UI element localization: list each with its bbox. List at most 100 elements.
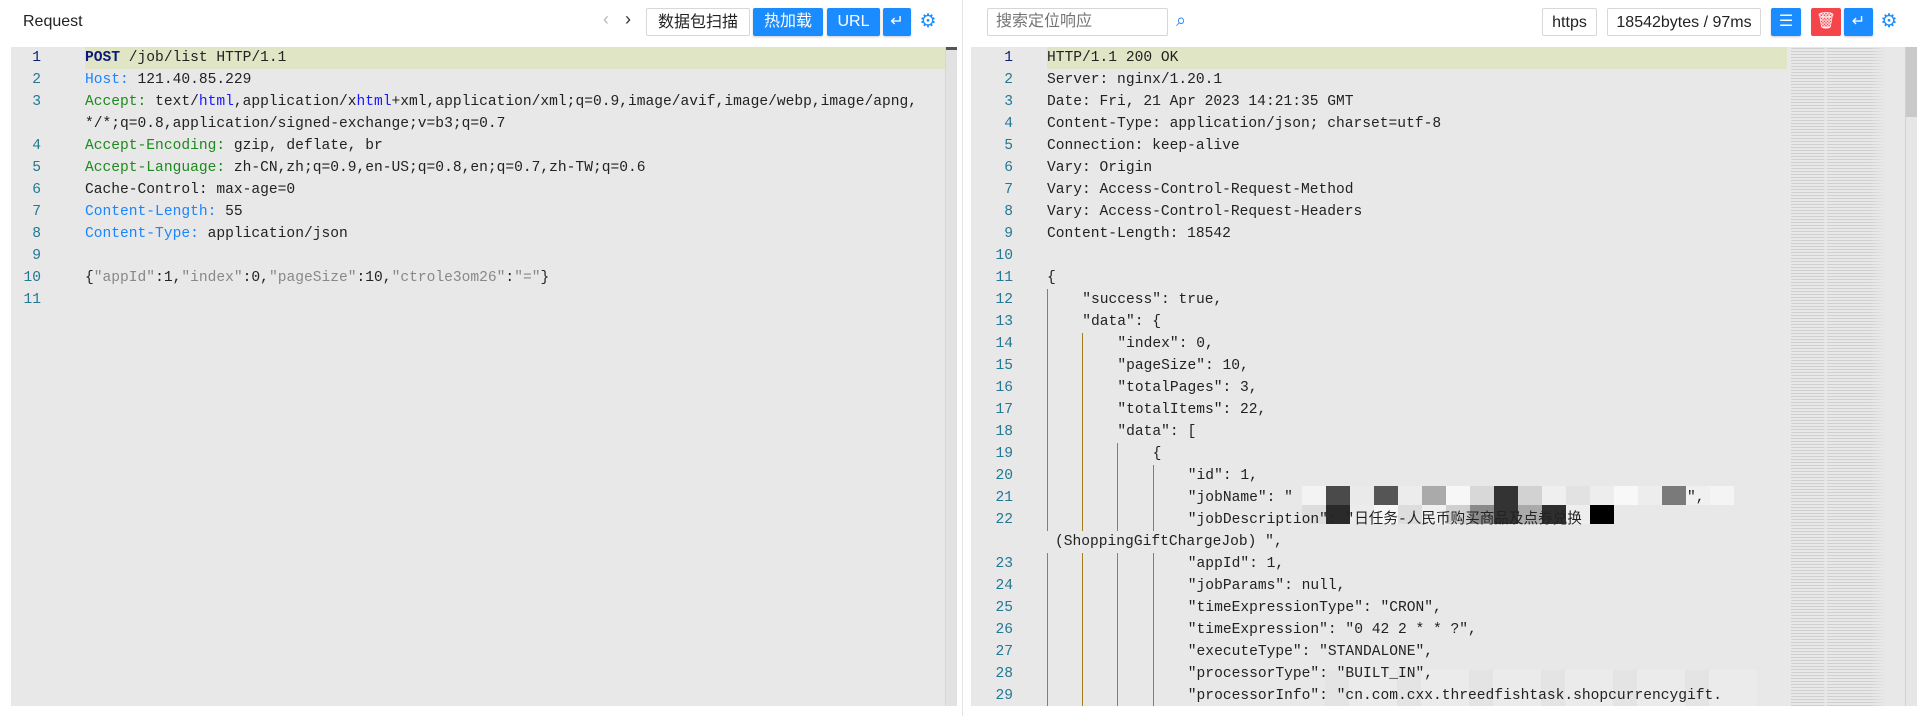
line-content: "success": true,: [1082, 292, 1223, 308]
scrollbar-thumb[interactable]: [946, 47, 957, 50]
line-number: 18: [995, 424, 1013, 440]
code-line: 11: [11, 289, 957, 311]
code-token: */*;q=0.8,application/signed-exchange;v=…: [85, 116, 506, 132]
mosaic-block: [1398, 486, 1422, 505]
code-line: 28"processorType": "BUILT_IN",: [971, 663, 1917, 685]
code-line: 20"id": 1,: [971, 465, 1917, 487]
line-content: Vary: Origin: [1047, 160, 1153, 176]
chevron-right-icon[interactable]: ›: [625, 9, 631, 29]
code-line: 16"totalPages": 3,: [971, 377, 1917, 399]
document-icon: ☰: [1778, 13, 1794, 30]
gear-icon[interactable]: ⚙: [1880, 11, 1898, 32]
code-token: 55: [216, 204, 243, 220]
mosaic-block: [1446, 486, 1470, 505]
request-title: Request: [23, 13, 83, 30]
code-line: 19{: [971, 443, 1917, 465]
mosaic-block: [1325, 670, 1349, 689]
line-number: 20: [995, 468, 1013, 484]
mosaic-block: [1566, 486, 1590, 505]
mosaic-block: [1590, 505, 1614, 524]
mosaic-block: [1686, 486, 1710, 505]
line-content: "processorType": "BUILT_IN",: [1187, 666, 1434, 682]
code-line: 18"data": [: [971, 421, 1917, 443]
indent-guide: [1117, 685, 1119, 706]
code-line: 21"jobName": " ",: [971, 487, 1917, 509]
code-token: "ctrole3om26": [391, 270, 506, 286]
indent-guide: [1082, 399, 1084, 421]
indent-guide: [1117, 487, 1119, 509]
code-line: */*;q=0.8,application/signed-exchange;v=…: [11, 113, 957, 135]
scrollbar[interactable]: [945, 47, 957, 706]
line-content: (ShoppingGiftChargeJob) ",: [1055, 534, 1283, 550]
scrollbar[interactable]: [1905, 47, 1917, 706]
code-token: :: [505, 270, 515, 286]
code-line: (ShoppingGiftChargeJob) ",: [971, 531, 1917, 553]
line-content: {: [1152, 446, 1162, 462]
code-token: :0,: [242, 270, 269, 286]
code-line: 12"success": true,: [971, 289, 1917, 311]
code-token: }: [540, 270, 550, 286]
minimap[interactable]: [1791, 47, 1903, 706]
code-token: Content-Length:: [85, 204, 217, 220]
line-number: 24: [995, 578, 1013, 594]
mosaic-block: [1397, 670, 1421, 689]
line-content: "jobDescription": "日任务-人民币购买商品及点券兑换: [1187, 512, 1582, 528]
mosaic-block: [1710, 486, 1734, 505]
line-content: "processorInfo": "cn.com.cxx.threedfisht…: [1187, 688, 1723, 704]
line-content: {"appId":1,"index":0,"pageSize":10,"ctro…: [85, 267, 945, 289]
delete-button[interactable]: 🗑︎: [1811, 8, 1841, 36]
mosaic-block: [1349, 689, 1373, 706]
document-button[interactable]: ☰: [1771, 8, 1801, 36]
hot-reload-button[interactable]: 热加载: [753, 8, 823, 36]
indent-guide: [1082, 685, 1084, 706]
mosaic-block: [1422, 486, 1446, 505]
indent-guide: [1082, 333, 1084, 355]
mosaic-block: [1350, 505, 1374, 524]
mosaic-block: [1709, 689, 1733, 706]
url-button[interactable]: URL: [827, 8, 880, 36]
code-token: Accept-Encoding:: [85, 138, 226, 154]
line-number: 3: [1004, 94, 1013, 110]
chevron-left-icon[interactable]: ‹: [603, 9, 609, 29]
mosaic-block: [1565, 670, 1589, 689]
search-icon[interactable]: ⌕: [1176, 10, 1187, 30]
indent-guide: [1047, 377, 1048, 399]
code-token: Accept-Language:: [85, 160, 226, 176]
indent-guide: [1152, 663, 1154, 685]
wrap-button[interactable]: ↵: [1844, 8, 1873, 36]
indent-guide: [1047, 575, 1048, 597]
code-token: Accept:: [85, 94, 147, 110]
mosaic-block: [1542, 505, 1566, 524]
scrollbar-thumb[interactable]: [1906, 47, 1917, 117]
line-content: POST /job/list HTTP/1.1: [85, 47, 945, 69]
mosaic-block: [1374, 505, 1398, 524]
scan-packet-button[interactable]: 数据包扫描: [646, 8, 750, 36]
line-number: 15: [995, 358, 1013, 374]
indent-guide: [1082, 487, 1084, 509]
mosaic-block: [1589, 689, 1613, 706]
code-line: 29"processorInfo": "cn.com.cxx.threedfis…: [971, 685, 1917, 706]
search-response-input[interactable]: [987, 8, 1168, 36]
wrap-button[interactable]: ↵: [883, 8, 911, 36]
line-content: Server: nginx/1.20.1: [1047, 72, 1223, 88]
indent-guide: [1047, 333, 1048, 355]
code-line: 24"jobParams": null,: [971, 575, 1917, 597]
code-token: "pageSize": [268, 270, 357, 286]
mosaic-block: [1373, 670, 1397, 689]
gear-icon[interactable]: ⚙: [919, 11, 937, 32]
line-number: 5: [32, 160, 41, 176]
indent-guide: [1082, 509, 1084, 531]
indent-guide: [1117, 619, 1119, 641]
code-token: text/: [146, 94, 199, 110]
mosaic-block: [1373, 689, 1397, 706]
mosaic-block: [1566, 505, 1590, 524]
mosaic-block: [1470, 505, 1494, 524]
indent-guide: [1047, 663, 1048, 685]
